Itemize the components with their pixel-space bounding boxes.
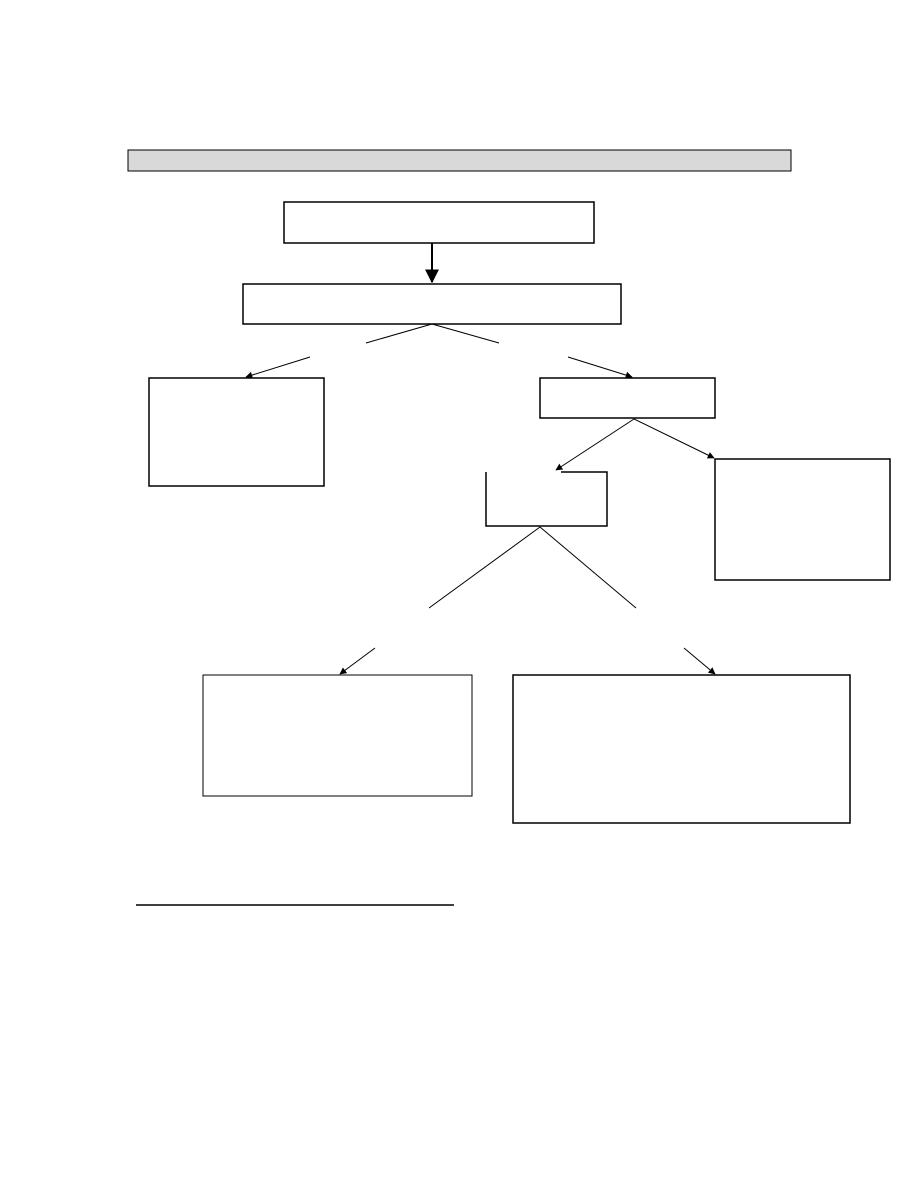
- decision-box: [242, 283, 622, 325]
- branch-line-decision-right: [431, 323, 500, 344]
- root-box: [283, 201, 595, 244]
- branch-line-decision-left: [365, 323, 433, 344]
- right-outcome-box: [714, 458, 891, 581]
- bottom-right-outcome-box: [512, 674, 851, 824]
- arrow-sub-to-bottom-left: [339, 647, 376, 675]
- arrow-decision-to-left-outcome: [245, 356, 311, 379]
- arrow-middle-to-sub-decision: [555, 418, 635, 471]
- arrow-sub-to-bottom-right: [683, 647, 716, 675]
- arrow-middle-to-right-outcome: [633, 418, 715, 459]
- arrow-decision-to-middle-node: [567, 356, 633, 379]
- title-bar: [127, 149, 792, 172]
- sub-decision-box: [485, 471, 608, 527]
- bottom-left-outcome-box: [202, 674, 473, 797]
- branch-line-sub-right: [539, 526, 637, 609]
- branch-line-sub-left: [428, 526, 541, 609]
- left-outcome-box: [148, 377, 325, 487]
- middle-node-box: [539, 377, 716, 419]
